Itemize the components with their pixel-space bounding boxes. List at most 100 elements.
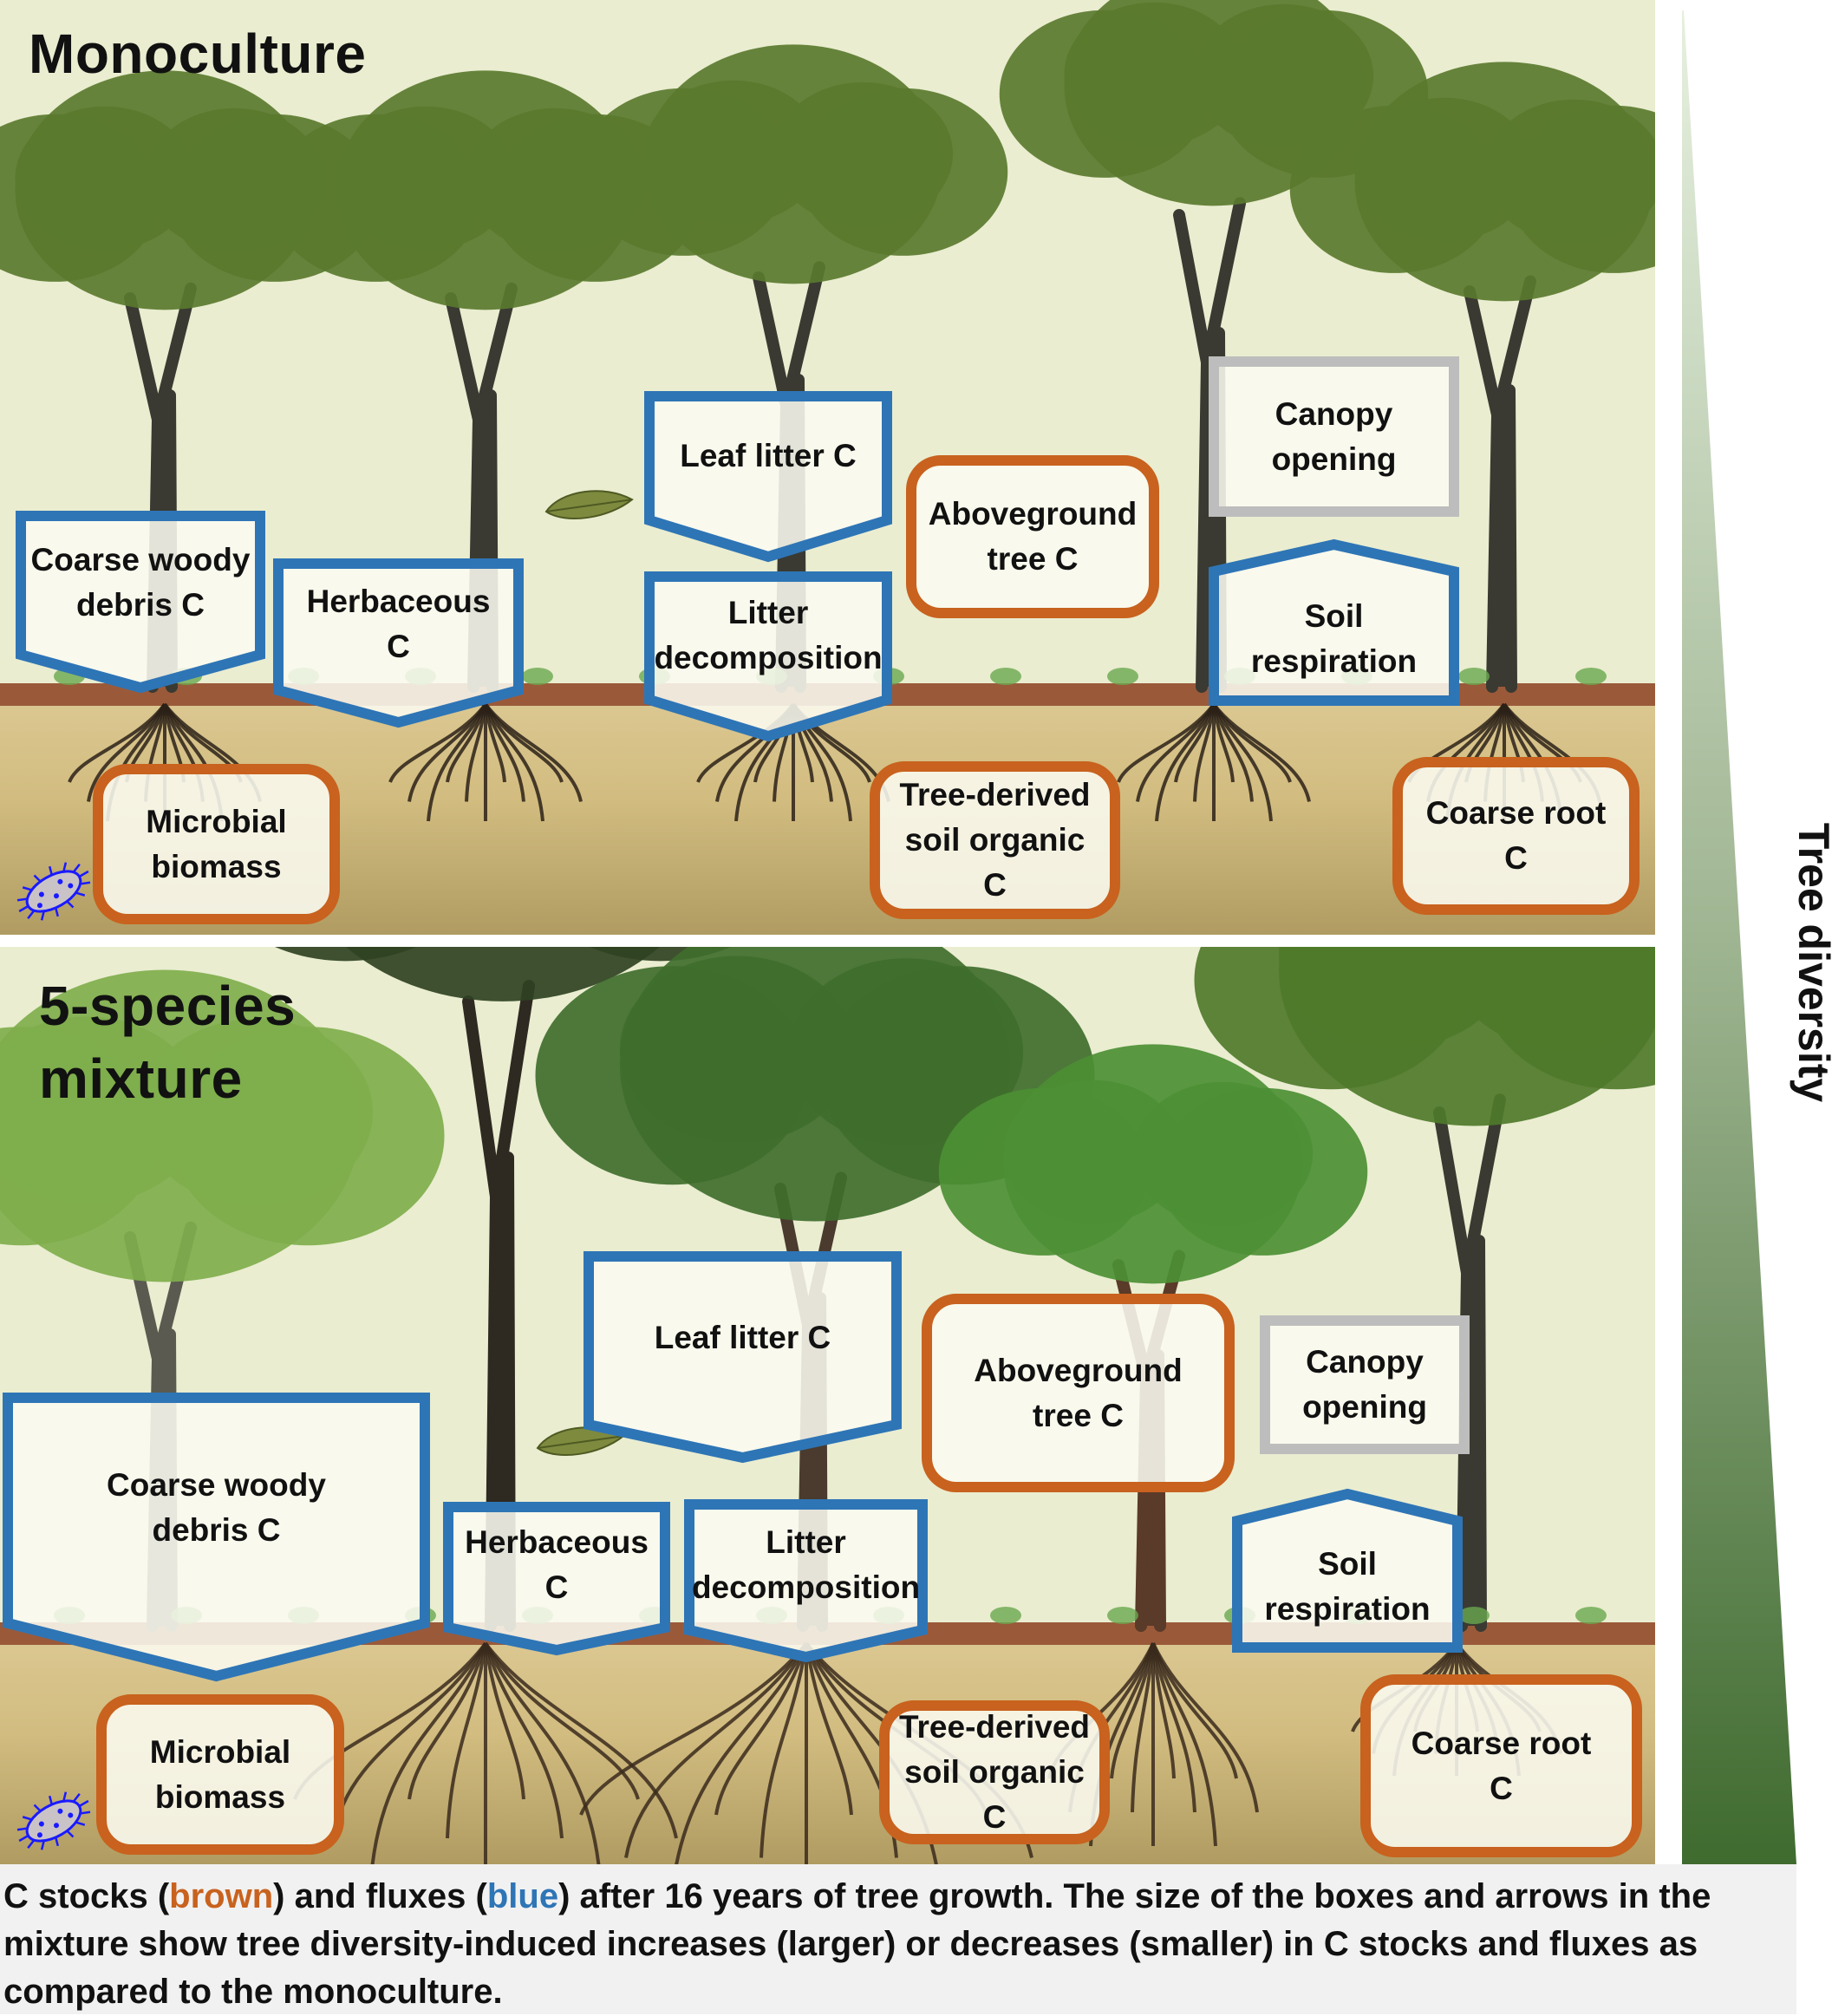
- up-arrow-shape: [1232, 1488, 1463, 1653]
- root-strand: [407, 702, 487, 802]
- bacterium-dot: [38, 891, 44, 897]
- bacterium-flagellum: [80, 881, 91, 885]
- root-strand: [407, 1642, 487, 1800]
- box-outline: [1260, 1315, 1470, 1454]
- leaf-vein: [537, 1435, 624, 1449]
- stock-box-shape: [1360, 1674, 1642, 1857]
- tree-crown: [643, 80, 824, 225]
- decomp-flux-arrow: Litter decomposition: [684, 1499, 928, 1663]
- box-label: Coarse root C: [1411, 1725, 1592, 1806]
- box-shape: [1260, 1315, 1470, 1454]
- bacterium-flagellum: [27, 910, 36, 920]
- root-strand: [68, 702, 166, 783]
- tree-diversity-label: Tree diversity: [1790, 822, 1838, 1103]
- tree-icon: [938, 1044, 1368, 1632]
- herb-plant: [1458, 1607, 1490, 1624]
- box-outline: [644, 391, 892, 563]
- box-outline: [273, 558, 524, 728]
- herb-flux-arrow: Herbaceous C: [273, 558, 524, 728]
- cwd-flux-arrow: Coarse woody debris C: [16, 511, 265, 694]
- box-label: Herbaceous C: [465, 1523, 649, 1605]
- caption-part: C stocks (: [3, 1877, 170, 1915]
- stock-box-shape: [922, 1294, 1235, 1492]
- above-stock-box: Aboveground tree C: [906, 455, 1159, 618]
- herb-flux-arrow: Herbaceous C: [443, 1502, 670, 1656]
- bacterium-flagellum: [75, 1821, 86, 1826]
- bacterium-flagellum: [80, 1810, 91, 1815]
- root-strand: [1151, 1642, 1217, 1847]
- tree-trunk-base: [1494, 390, 1515, 687]
- root-strand: [1193, 703, 1216, 802]
- box-label: Aboveground tree C: [974, 1352, 1183, 1433]
- herb-plant: [1575, 1607, 1607, 1624]
- leaf-vein: [545, 499, 633, 512]
- resp-flux-arrow: Soil respiration: [1232, 1488, 1463, 1653]
- tree-crown: [346, 947, 660, 1001]
- bacterium-flagellum: [72, 1792, 81, 1803]
- down-arrow-shape: [644, 571, 892, 742]
- herb-plant: [522, 668, 553, 685]
- box-outline: [1209, 538, 1459, 706]
- stock-box-shape: [93, 764, 340, 924]
- tree-crown: [1133, 1081, 1313, 1226]
- root-strand: [1174, 703, 1216, 783]
- bacterium-flagellum: [16, 1827, 28, 1831]
- box-label: Herbaceous C: [306, 584, 491, 664]
- stock-box-shape: [906, 455, 1159, 618]
- box-outline: [443, 1502, 670, 1656]
- box-label: Litter decomposition: [654, 595, 883, 675]
- tree-icon: [1194, 947, 1655, 1632]
- box-label: Tree-derived soil organic C: [898, 1709, 1091, 1835]
- root-strand: [1151, 1642, 1176, 1779]
- cwd-flux-arrow: Coarse woody debris C: [3, 1393, 430, 1682]
- box-label: Canopy opening: [1271, 395, 1397, 477]
- tree-crown: [620, 956, 854, 1144]
- down-arrow-shape: [684, 1499, 928, 1663]
- tree-crown: [139, 1019, 373, 1207]
- bacterium-icon: [16, 862, 91, 921]
- root-strand: [1117, 702, 1216, 783]
- box-outline: [3, 1393, 430, 1682]
- bacterium-dot: [54, 1823, 59, 1829]
- bacterium-flagellum: [62, 1791, 68, 1802]
- caption-brown-keyword: brown: [169, 1877, 274, 1915]
- canopy-box: Canopy opening: [1260, 1315, 1470, 1454]
- root-strand: [484, 1641, 640, 1800]
- bacterium-flagellum: [78, 1799, 89, 1808]
- down-arrow-shape: [16, 511, 265, 694]
- bacterium-flagellum: [40, 1840, 45, 1850]
- tree-crown: [1003, 1080, 1183, 1224]
- bacterium-flagellum: [66, 900, 75, 909]
- caption-part: ) after 16 years of tree growth. The siz…: [3, 1877, 1711, 2011]
- root-strand: [87, 702, 166, 802]
- stock-box-shape: [879, 1700, 1110, 1844]
- tree-icon: [0, 969, 445, 1632]
- tree-crown: [1064, 2, 1244, 147]
- herb-plant: [990, 1607, 1021, 1624]
- root-strand: [484, 1641, 678, 1839]
- box-label: Coarse woody debris C: [30, 542, 251, 623]
- box-label: Microbial biomass: [149, 1733, 291, 1815]
- bacterium-dot: [36, 1832, 42, 1838]
- bacterium-flagellum: [72, 863, 81, 873]
- herb-plant: [1575, 668, 1607, 685]
- root-stock-box: Coarse root C: [1360, 1674, 1642, 1857]
- bacterium-flagellum: [16, 897, 28, 902]
- box-outline: [870, 761, 1120, 919]
- herb-plant: [1107, 668, 1138, 685]
- caption-text: C stocks (brown) and fluxes (blue) after…: [3, 1873, 1790, 2016]
- root-strand: [465, 703, 487, 802]
- above-stock-box: Aboveground tree C: [922, 1294, 1235, 1492]
- root-strand: [484, 1642, 601, 1864]
- bacterium-flagellum: [27, 1839, 36, 1850]
- box-label: Litter decomposition: [691, 1523, 921, 1605]
- bacterium-flagellum: [55, 907, 59, 917]
- bacterium-flagellum: [55, 1837, 59, 1847]
- root-strand: [624, 1641, 808, 1858]
- box-outline: [879, 1700, 1110, 1844]
- microbe-stock-box: Microbial biomass: [96, 1694, 344, 1855]
- box-outline: [583, 1251, 902, 1464]
- soc-stock-box: Tree-derived soil organic C: [870, 761, 1120, 919]
- leaf-flux-arrow: Leaf litter C: [644, 391, 892, 563]
